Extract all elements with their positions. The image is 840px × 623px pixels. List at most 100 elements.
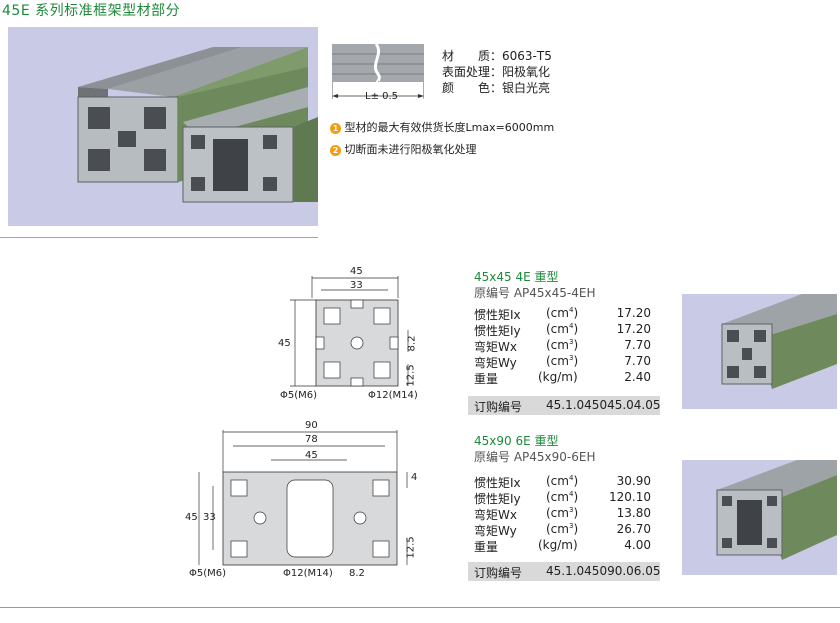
- prop-unit: (cm3): [546, 354, 579, 368]
- dim-height: 45: [278, 338, 291, 349]
- prop-row: 弯矩Wy (cm3) 26.70: [474, 522, 659, 539]
- prop-row: 弯矩Wx (cm3) 7.70: [474, 338, 659, 355]
- surface-row: 表面处理：阳极氧化: [442, 63, 550, 80]
- dim-mid-width: 45: [305, 450, 318, 461]
- prop-unit-base: (cm: [546, 354, 569, 368]
- prop-unit: (cm4): [546, 474, 579, 488]
- dim-hole-big: Φ12(M14): [283, 568, 333, 579]
- prop-label: 弯矩Wy: [474, 356, 517, 370]
- prop-value: 17.20: [616, 322, 651, 336]
- prop-row: 惯性矩Iy (cm4) 120.10: [474, 490, 659, 507]
- prop-label: 弯矩Wy: [474, 524, 517, 538]
- dim-hole-big: Φ12(M14): [368, 390, 418, 401]
- prop-unit-base: (kg/m: [538, 538, 573, 552]
- material-row: 材 质：6063-T5: [442, 47, 552, 64]
- material-value: 6063-T5: [502, 49, 552, 63]
- profile-45x45-photo: [682, 294, 837, 409]
- color-label: 颜 色：: [442, 81, 503, 95]
- prop-unit-exp: 3: [568, 338, 574, 346]
- prop-row: 惯性矩Ix (cm4) 17.20: [474, 306, 659, 323]
- prop-unit-base: (cm: [546, 490, 569, 504]
- surface-value: 阳极氧化: [502, 65, 551, 79]
- profile-45x90-drawing: 90 78 45 45 33 4 12.5 Φ5(M6) Φ12(M14) 8.…: [185, 420, 435, 585]
- order-label: 订购编号: [474, 566, 523, 580]
- prop-value: 4.00: [624, 538, 651, 552]
- prop-value: 2.40: [624, 370, 651, 384]
- product-original-code: 原编号 AP45x90-6EH: [474, 450, 596, 464]
- dim-side: 8.2: [406, 335, 418, 352]
- dim-width: 90: [305, 420, 318, 431]
- material-label: 材 质：: [442, 49, 503, 63]
- length-tolerance-diagram: [331, 43, 425, 99]
- order-label: 订购编号: [474, 400, 523, 414]
- prop-value: 7.70: [624, 338, 651, 352]
- prop-label: 惯性矩Iy: [474, 492, 521, 506]
- prop-unit-exp: 4: [568, 490, 574, 498]
- section-divider: [0, 237, 318, 238]
- prop-unit-exp: 4: [568, 474, 574, 482]
- note-text: 切断面未进行阳极氧化处理: [344, 143, 477, 156]
- prop-label: 惯性矩Ix: [474, 308, 521, 322]
- note-2: 2 切断面未进行阳极氧化处理: [330, 141, 477, 157]
- prop-unit-base: (kg/m: [538, 370, 573, 384]
- prop-unit-exp: 3: [568, 522, 574, 530]
- prop-unit-base: (cm: [546, 306, 569, 320]
- product-title: 45x45 4E 重型: [474, 270, 559, 284]
- prop-row: 弯矩Wy (cm3) 7.70: [474, 354, 659, 371]
- surface-label: 表面处理：: [442, 65, 503, 79]
- prop-row: 弯矩Wx (cm3) 13.80: [474, 506, 659, 523]
- length-tolerance-label: L± 0.5: [365, 91, 399, 102]
- prop-value: 17.20: [616, 306, 651, 320]
- note-number-icon: 1: [330, 123, 341, 134]
- prop-unit: (cm4): [546, 306, 579, 320]
- prop-value: 13.80: [616, 506, 651, 520]
- prop-value: 7.70: [624, 354, 651, 368]
- product-title: 45x90 6E 重型: [474, 434, 559, 448]
- dim-slot: 12.5: [405, 536, 417, 559]
- prop-unit-base: (cm: [546, 322, 569, 336]
- prop-label: 惯性矩Ix: [474, 476, 521, 490]
- product-original-code: 原编号 AP45x45-4EH: [474, 286, 596, 300]
- prop-row: 重量 (kg/m) 2.40: [474, 370, 659, 387]
- prop-unit: (cm4): [546, 322, 579, 336]
- prop-label: 重量: [474, 540, 499, 554]
- note-1: 1 型材的最大有效供货长度Lmax=6000mm: [330, 119, 554, 135]
- profile-45x45-drawing: 45 33 45 8.2 12.5 Φ5(M6) Φ12(M14): [278, 266, 428, 408]
- color-row: 颜 色：银白光亮: [442, 79, 550, 96]
- dim-inner-height: 33: [203, 512, 216, 523]
- prop-unit: (cm3): [546, 338, 579, 352]
- dim-width: 45: [350, 266, 363, 277]
- prop-label: 惯性矩Iy: [474, 324, 521, 338]
- prop-unit: (cm3): [546, 506, 579, 520]
- dim-height: 45: [185, 512, 198, 523]
- prop-label: 弯矩Wx: [474, 340, 517, 354]
- prop-row: 惯性矩Ix (cm4) 30.90: [474, 474, 659, 491]
- prop-label: 重量: [474, 372, 499, 386]
- prop-unit-exp: 4: [568, 306, 574, 314]
- prop-row: 重量 (kg/m) 4.00: [474, 538, 659, 555]
- color-value: 银白光亮: [502, 81, 551, 95]
- order-code: 45.1.045045.04.05: [546, 398, 661, 412]
- dim-inner-width: 78: [305, 434, 318, 445]
- prop-value: 120.10: [609, 490, 651, 504]
- order-bar: 订购编号 45.1.045090.06.05: [468, 562, 661, 581]
- note-number-icon: 2: [330, 145, 341, 156]
- prop-unit-exp: 3: [568, 354, 574, 362]
- prop-unit-base: (cm: [546, 338, 569, 352]
- prop-unit: (kg/m): [538, 370, 578, 384]
- prop-value: 30.90: [616, 474, 651, 488]
- prop-unit-exp: 4: [568, 322, 574, 330]
- order-code: 45.1.045090.06.05: [546, 564, 661, 578]
- dim-slot: 12.5: [405, 364, 417, 387]
- prop-value: 26.70: [616, 522, 651, 536]
- prop-unit: (kg/m): [538, 538, 578, 552]
- dim-inner-width: 33: [350, 280, 363, 291]
- dim-edge: 8.2: [349, 568, 365, 579]
- prop-unit-base: (cm: [546, 506, 569, 520]
- prop-label: 弯矩Wx: [474, 508, 517, 522]
- prop-unit: (cm4): [546, 490, 579, 504]
- prop-unit-base: (cm: [546, 522, 569, 536]
- dim-hole-small: Φ5(M6): [189, 568, 227, 579]
- profile-45x90-photo: [682, 460, 837, 575]
- prop-unit: (cm3): [546, 522, 579, 536]
